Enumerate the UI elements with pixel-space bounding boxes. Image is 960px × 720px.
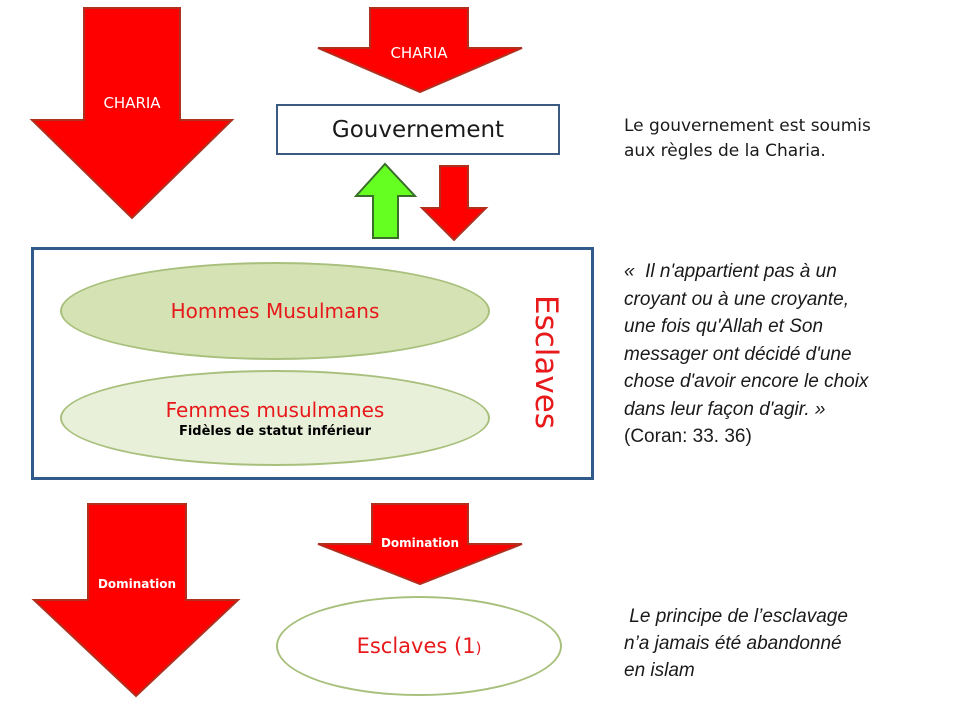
slaves-label: Esclaves (1) bbox=[357, 634, 482, 658]
up-arrow-green bbox=[353, 162, 418, 239]
government-label: Gouvernement bbox=[331, 116, 505, 143]
slaves-label-suffix: ) bbox=[475, 639, 482, 657]
government-note: Le gouvernement est soumis aux règles de… bbox=[624, 114, 871, 164]
slaves-label-main: Esclaves (1 bbox=[356, 634, 476, 658]
domination-label-left: Domination bbox=[97, 577, 177, 591]
principle-line: Le principe de l’esclavage bbox=[624, 606, 848, 627]
esclaves-vertical-label: Esclaves bbox=[528, 295, 564, 429]
charia-label-left: CHARIA bbox=[103, 94, 161, 112]
domination-arrow-left bbox=[31, 503, 241, 698]
quote-line: « Il n'appartient pas à un bbox=[624, 261, 837, 282]
women-sublabel: Fidèles de statut inférieur bbox=[178, 423, 372, 439]
quote-line: croyant ou à une croyante, bbox=[624, 288, 849, 310]
quote-line: chose d'avoir encore le choix bbox=[624, 371, 869, 392]
principle-line: n’a jamais été abandonné bbox=[624, 633, 842, 654]
women-label: Femmes musulmanes bbox=[165, 397, 385, 422]
men-label: Hommes Musulmans bbox=[170, 299, 380, 323]
principle-text: Le principe de l’esclavage n’a jamais ét… bbox=[624, 603, 848, 684]
principle-line: en islam bbox=[624, 660, 695, 681]
domination-label-center: Domination bbox=[380, 536, 460, 550]
down-arrow-red bbox=[419, 165, 489, 242]
quote-line: une fois qu'Allah et Son bbox=[624, 316, 824, 337]
government-box: Gouvernement bbox=[276, 104, 560, 155]
quote-text: « Il n'appartient pas à un croyant ou à … bbox=[624, 258, 868, 451]
slaves-ellipse: Esclaves (1) bbox=[276, 596, 562, 696]
government-note-line: Le gouvernement est soumis bbox=[624, 116, 871, 136]
charia-arrow-left bbox=[29, 7, 235, 220]
women-ellipse: Femmes musulmanes Fidèles de statut infé… bbox=[60, 370, 490, 466]
charia-arrow-center bbox=[317, 7, 523, 94]
quote-line: messager ont décidé d'une bbox=[624, 343, 852, 365]
government-note-line: aux règles de la Charia. bbox=[624, 141, 826, 161]
quote-line: dans leur façon d'agir. » bbox=[624, 398, 826, 420]
charia-label-center: CHARIA bbox=[390, 44, 448, 62]
men-ellipse: Hommes Musulmans bbox=[60, 262, 490, 360]
domination-arrow-center bbox=[317, 503, 523, 586]
quote-source: (Coran: 33. 36) bbox=[624, 426, 752, 447]
